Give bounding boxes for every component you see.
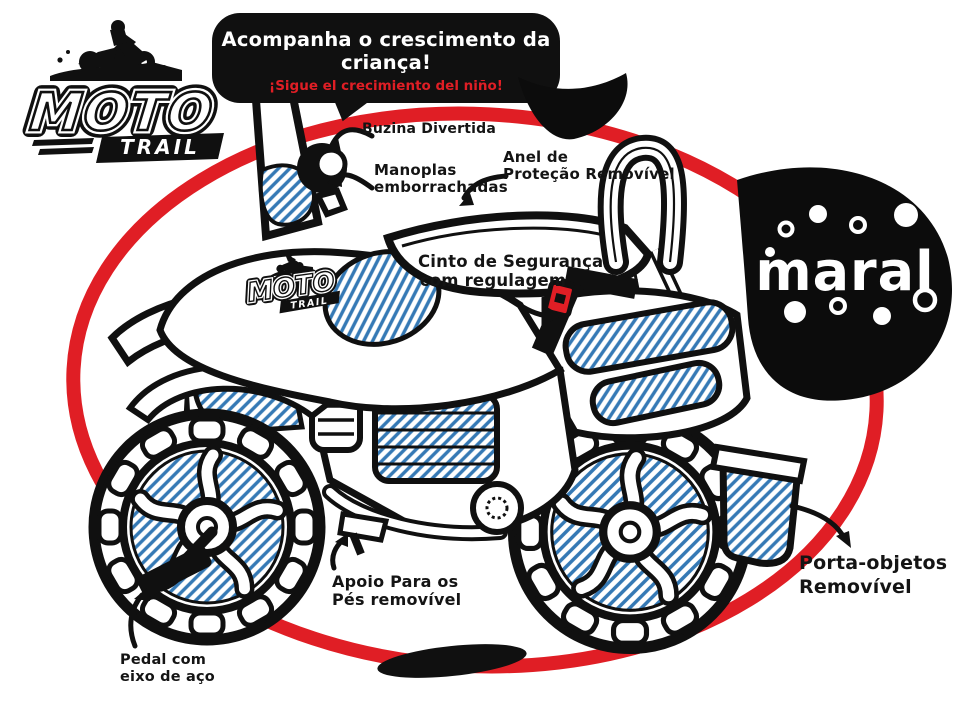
brand-blob: maral xyxy=(737,167,953,401)
logo-trail-band: TRAIL xyxy=(32,133,224,163)
bubble-swoosh-tail-icon xyxy=(518,73,628,140)
motorcycle-drawing: MOTO MOTO MOTO TRAIL xyxy=(94,87,808,648)
callout-apoio-line2: Pés removível xyxy=(332,590,462,610)
callout-manoplas-line2: emborrachadas xyxy=(374,178,508,197)
bubble-tail-icon xyxy=(328,93,374,125)
callout-porta-label: Porta-objetos Removível xyxy=(799,552,947,600)
callout-apoio-line1: Apoio Para os xyxy=(332,572,459,591)
anel-arrow-icon xyxy=(459,173,509,206)
pedal-arrow-icon xyxy=(128,588,150,649)
handlebar-grip xyxy=(313,187,348,218)
callout-buzina-line1: Buzina Divertida xyxy=(362,121,496,137)
rear-body xyxy=(541,287,751,442)
brand-dots xyxy=(765,203,938,325)
callout-buzina-label: Buzina Divertida xyxy=(362,121,496,138)
front-wheel xyxy=(94,414,320,640)
callout-manoplas-label: Manoplas emborrachadas xyxy=(374,161,508,197)
brand-name: maral xyxy=(755,240,934,303)
svg-text:MOTO: MOTO xyxy=(27,83,217,143)
buzina-arrow-icon xyxy=(325,127,375,153)
callout-anel-label: Anel de Proteção Removível xyxy=(503,148,675,184)
porta-arrow-icon xyxy=(789,503,851,548)
footrest xyxy=(337,511,390,556)
callout-cinto-line1: Cinto de Segurança xyxy=(418,252,604,271)
callout-manoplas-line1: Manoplas xyxy=(374,161,457,179)
cinto-arrow-icon xyxy=(515,301,562,323)
callout-pedal-label: Pedal com eixo de aço xyxy=(120,652,215,685)
sticker-rider-icon xyxy=(271,252,314,277)
callout-porta-line2: Removível xyxy=(799,575,912,598)
pedal xyxy=(136,526,218,598)
windshield xyxy=(251,87,323,242)
callout-pedal-line1: Pedal com xyxy=(120,652,207,668)
logo-rider-icon xyxy=(50,20,182,81)
bubble-subtitle: ¡Sigue el crecimiento del niño! xyxy=(269,78,503,94)
callout-porta-line1: Porta-objetos xyxy=(799,552,948,574)
protection-ring xyxy=(597,134,688,275)
svg-text:TRAIL: TRAIL xyxy=(290,296,329,312)
callout-cinto-line2: com regulagem xyxy=(419,270,567,290)
callout-anel-line2: Proteção Removível xyxy=(503,165,675,184)
sprocket xyxy=(470,481,524,535)
callout-pedal-line2: eixo de aço xyxy=(120,668,215,685)
apoio-arrow-icon xyxy=(330,533,348,571)
bubble-title: Acompanha o crescimento da criança! xyxy=(221,28,551,74)
callout-cinto-label: Cinto de Segurança com regulagem xyxy=(418,252,604,291)
ground-shadow xyxy=(377,644,527,678)
svg-text:TRAIL: TRAIL xyxy=(120,135,200,159)
manoplas-arrow-icon xyxy=(327,171,375,191)
speech-bubble: Acompanha o crescimento da criança! ¡Sig… xyxy=(212,13,628,140)
storage-basket xyxy=(709,443,808,567)
callout-arrows xyxy=(128,127,851,649)
moto-trail-logo: MOTO MOTO MOTO TRAIL xyxy=(20,20,224,163)
callout-apoio-label: Apoio Para os Pés removível xyxy=(332,572,462,610)
callout-anel-line1: Anel de xyxy=(503,148,569,166)
